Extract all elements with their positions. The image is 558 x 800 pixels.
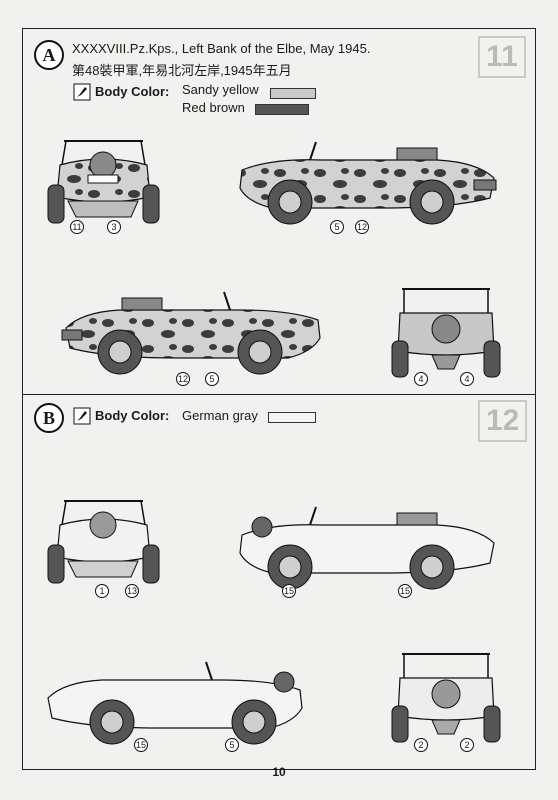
background-step-number: 12 <box>478 400 528 442</box>
callout: 4 <box>460 372 474 386</box>
callout: 15 <box>134 738 148 752</box>
scheme-b-color-1: German gray <box>182 408 258 423</box>
vehicle-front-view <box>47 140 160 224</box>
vehicle-rear-view <box>391 653 501 743</box>
color-name: Red brown <box>182 100 245 115</box>
vehicle-side-view <box>239 141 497 225</box>
callout: 2 <box>414 738 428 752</box>
scheme-a-title: XXXXVIII.Pz.Kps., Left Bank of the Elbe,… <box>72 41 371 56</box>
callout: 13 <box>125 584 139 598</box>
callout: 11 <box>70 220 84 234</box>
scheme-b-letter: B <box>34 403 64 433</box>
scheme-a-title-chinese: 第48裝甲軍,年易北河左岸,1945年五月 <box>72 63 292 78</box>
callout: 15 <box>398 584 412 598</box>
page-number: 10 <box>272 765 286 779</box>
callout: 3 <box>107 220 121 234</box>
color-name: Sandy yellow <box>182 82 259 97</box>
callout: 12 <box>176 372 190 386</box>
paint-brush-icon <box>73 407 91 425</box>
callout: 15 <box>282 584 296 598</box>
background-step-number: 11 <box>478 36 526 78</box>
vehicle-rear-view <box>391 288 501 378</box>
color-swatch-sandy-yellow <box>270 88 316 99</box>
scheme-b-color-row: Body Color: <box>95 408 169 423</box>
color-name: German gray <box>182 408 258 423</box>
page-frame <box>22 28 536 770</box>
vehicle-side-view <box>239 506 495 590</box>
callout: 5 <box>330 220 344 234</box>
callout: 4 <box>414 372 428 386</box>
scheme-a-color-2: Red brown <box>182 100 245 115</box>
scheme-a-color-1: Sandy yellow <box>182 82 259 97</box>
color-swatch-red-brown <box>255 104 309 115</box>
callout: 5 <box>225 738 239 752</box>
body-color-label: Body Color: <box>95 84 170 99</box>
paint-brush-icon <box>73 83 91 101</box>
callout: 5 <box>205 372 219 386</box>
body-color-label: Body Color: <box>95 408 170 423</box>
scheme-a-color-row: Body Color: <box>95 84 169 99</box>
callout: 12 <box>355 220 369 234</box>
callout: 2 <box>460 738 474 752</box>
vehicle-front-view <box>47 500 160 584</box>
scheme-a-letter: A <box>34 40 64 70</box>
vehicle-side-view-left <box>61 291 321 375</box>
section-divider <box>22 394 536 395</box>
color-swatch-german-gray <box>268 412 316 423</box>
vehicle-side-view-left <box>47 661 303 745</box>
callout: 1 <box>95 584 109 598</box>
